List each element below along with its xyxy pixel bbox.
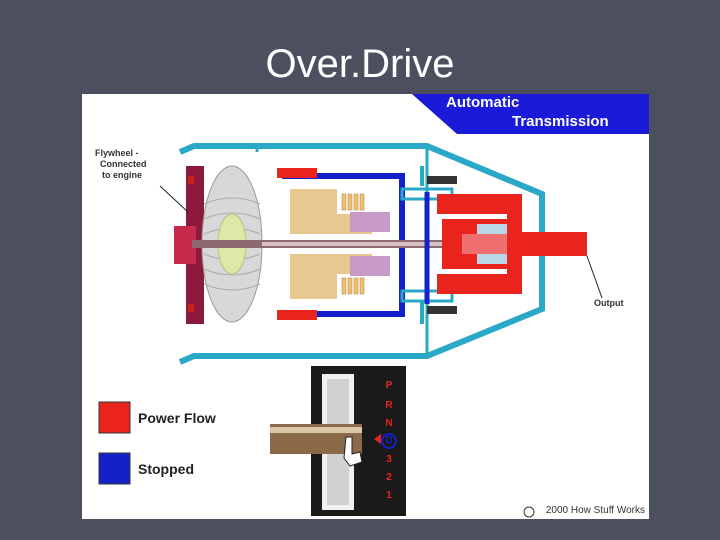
- flywheel-label-line3: to engine: [102, 170, 142, 180]
- sun-gear-top: [350, 212, 390, 232]
- gear-3: 3: [386, 454, 392, 465]
- sun-gear-bottom: [350, 256, 390, 276]
- banner-shape: [412, 94, 649, 134]
- output-shaft: [507, 232, 587, 256]
- gear-2: 2: [386, 472, 392, 483]
- slide-title: Over.Drive: [265, 42, 455, 86]
- gear-N: N: [385, 418, 393, 429]
- gear-R: R: [385, 400, 393, 411]
- output-drum: [437, 194, 522, 294]
- hand-cursor-icon: [343, 436, 363, 467]
- legend-label-power-flow: Power Flow: [138, 410, 216, 426]
- legend-label-stopped: Stopped: [138, 461, 194, 477]
- gear-P: P: [385, 380, 393, 391]
- transmission-drawing: [98, 94, 649, 518]
- copyright-icon: [523, 506, 535, 518]
- gear-1: 1: [386, 490, 392, 501]
- gear-D: D: [385, 435, 393, 446]
- input-hub: [174, 226, 196, 264]
- flywheel-label-line2: Connected: [100, 159, 147, 169]
- flywheel-label-line1: Flywheel -: [95, 148, 139, 158]
- banner-line2: Transmission: [512, 113, 609, 130]
- copyright-text: 2000 How Stuff Works: [545, 505, 645, 516]
- output-label: Output: [594, 298, 624, 308]
- transmission-diagram: Automatic Transmission Flywheel - Connec…: [82, 94, 649, 519]
- banner-line1: Automatic: [446, 94, 520, 111]
- legend-swatch-stopped: [98, 452, 131, 485]
- legend-swatch-power-flow: [98, 401, 131, 434]
- selected-gear-ring: [381, 433, 397, 449]
